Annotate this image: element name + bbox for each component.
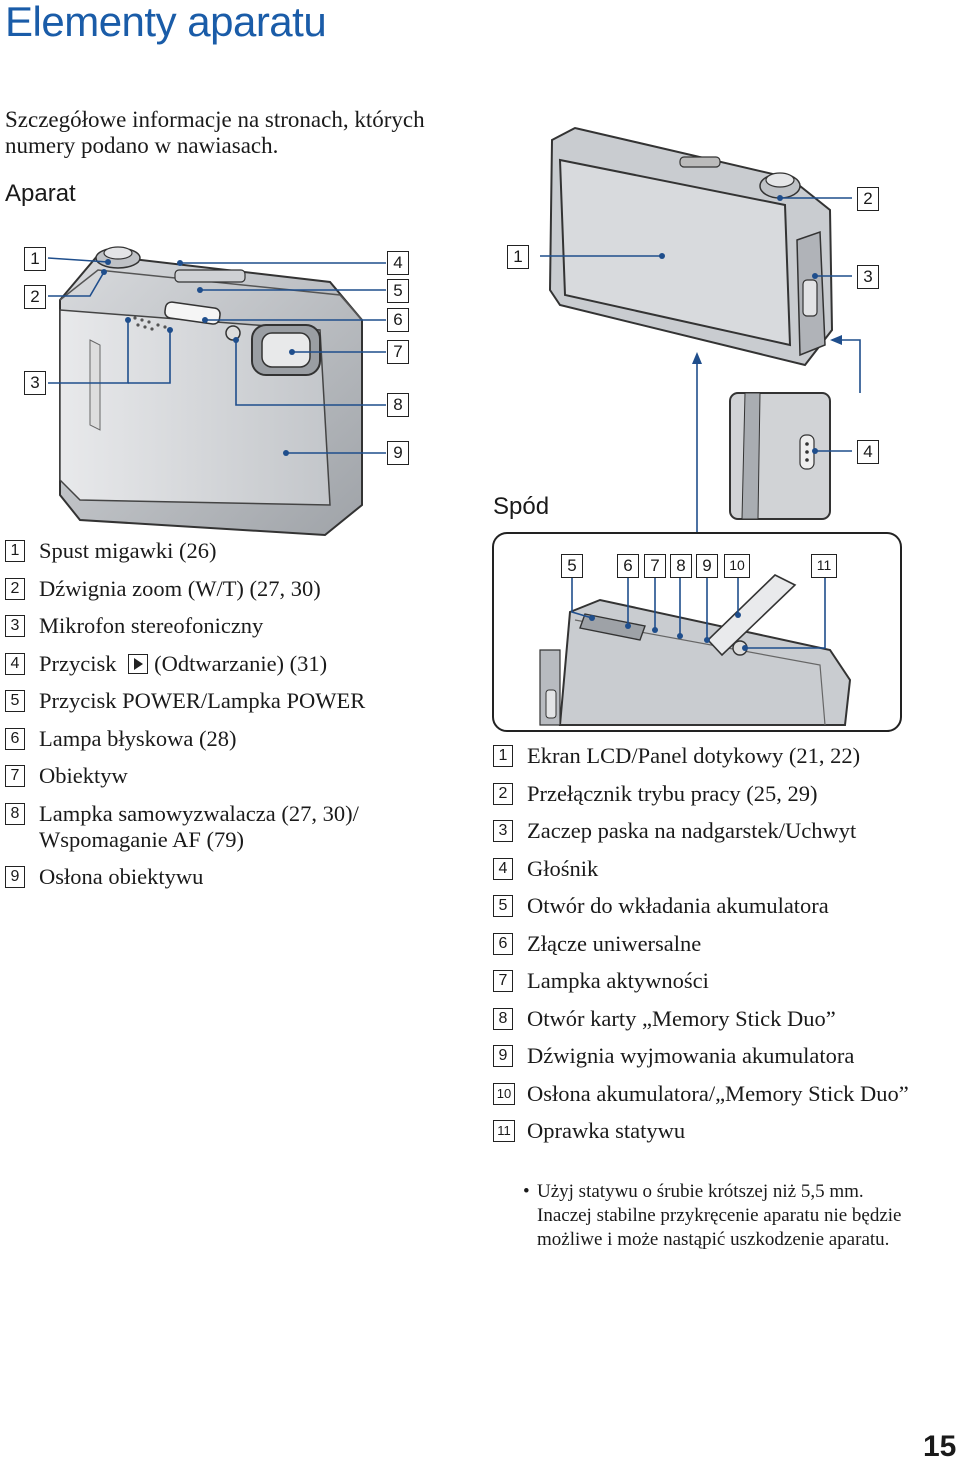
- legend-item: 8 Lampka samowyzwalacza (27, 30)/ Wspomag…: [5, 801, 409, 853]
- legend-bottom-parts: 1 Ekran LCD/Panel dotykowy (21, 22) 2 Prze…: [493, 743, 913, 1156]
- callout-front-7: 7: [387, 340, 409, 364]
- legend-text: Przycisk: [39, 650, 117, 676]
- legend-number: 2: [493, 782, 513, 805]
- legend-text: Otwór karty „Memory Stick Duo”: [527, 1005, 836, 1031]
- legend-number: 5: [493, 895, 513, 917]
- legend-item: 3 Mikrofon stereofoniczny: [5, 613, 445, 639]
- tripod-note: • Użyj statywu o śrubie krótszej niż 5,5…: [523, 1180, 917, 1252]
- callout-front-6: 6: [387, 308, 409, 332]
- section-heading-camera: Aparat: [5, 180, 76, 207]
- legend-text: Dźwignia zoom (W/T) (27, 30): [39, 575, 321, 601]
- callout-front-3: 3: [24, 371, 46, 395]
- legend-item: 11 Oprawka statywu: [493, 1118, 913, 1144]
- legend-item: 1 Spust migawki (26): [5, 538, 445, 564]
- legend-item: 6 Lampa błyskowa (28): [5, 726, 445, 752]
- callout-bottom-5: 5: [561, 554, 583, 578]
- legend-item: 9 Osłona obiektywu: [5, 864, 445, 890]
- legend-text: Przełącznik trybu pracy (25, 29): [527, 780, 818, 806]
- legend-number: 4: [493, 857, 513, 880]
- legend-camera-parts: 1 Spust migawki (26) 2 Dźwignia zoom (W/T)…: [5, 538, 445, 902]
- legend-number: 6: [493, 932, 513, 955]
- legend-item: 6 Złącze uniwersalne: [493, 931, 913, 957]
- callout-bottom-10: 10: [724, 554, 750, 578]
- legend-number: 10: [493, 1082, 515, 1105]
- legend-item: 5 Otwór do wkładania akumulatora: [493, 893, 913, 919]
- callout-front-1: 1: [24, 247, 46, 271]
- legend-item: 8 Otwór karty „Memory Stick Duo”: [493, 1006, 913, 1032]
- legend-number: 1: [5, 540, 25, 562]
- intro-text: Szczegółowe informacje na stronach, któr…: [5, 107, 425, 158]
- legend-number: 6: [5, 727, 25, 750]
- legend-number: 11: [493, 1120, 515, 1142]
- legend-number: 9: [5, 866, 25, 888]
- callout-front-4: 4: [387, 251, 409, 275]
- legend-text: Zaczep paska na nadgarstek/Uchwyt: [527, 818, 857, 843]
- legend-number: 5: [5, 690, 25, 712]
- callout-back-2: 2: [857, 187, 879, 211]
- legend-number: 7: [5, 765, 25, 787]
- legend-number: 3: [5, 615, 25, 637]
- legend-number: 3: [493, 820, 513, 842]
- callout-front-9: 9: [387, 441, 409, 465]
- legend-number: 1: [493, 745, 513, 767]
- legend-item: 4 Przycisk (Odtwarzanie) (31): [5, 651, 445, 677]
- legend-text: Oprawka statywu: [527, 1118, 686, 1143]
- legend-text: Dźwignia wyjmowania akumulatora: [527, 1043, 855, 1068]
- legend-text: Spust migawki (26): [39, 538, 217, 563]
- legend-text: (Odtwarzanie) (31): [154, 650, 328, 676]
- bullet-icon: •: [523, 1181, 530, 1202]
- legend-item: 7 Obiektyw: [5, 763, 445, 789]
- legend-item: 2 Przełącznik trybu pracy (25, 29): [493, 781, 913, 807]
- legend-text: Głośnik: [527, 855, 599, 881]
- legend-text: Ekran LCD/Panel dotykowy (21, 22): [527, 743, 861, 768]
- legend-item: 5 Przycisk POWER/Lampka POWER: [5, 688, 445, 714]
- legend-text: Lampa błyskowa (28): [39, 725, 237, 751]
- legend-item: 4 Głośnik: [493, 856, 913, 882]
- legend-number: 9: [493, 1045, 513, 1067]
- callout-bottom-11: 11: [811, 554, 837, 578]
- legend-number: 8: [5, 802, 25, 825]
- legend-text: Lampka samowyzwalacza (27, 30)/ Wspomaga…: [39, 800, 359, 852]
- page-number: 15: [923, 1430, 957, 1463]
- callout-front-2: 2: [24, 285, 46, 309]
- page-title: Elementy aparatu: [5, 0, 327, 45]
- legend-text: Otwór do wkładania akumulatora: [527, 893, 829, 918]
- legend-text: Lampka aktywności: [527, 968, 709, 993]
- legend-item: 10 Osłona akumulatora/„Memory Stick Duo”: [493, 1081, 917, 1107]
- callout-bottom-9: 9: [696, 554, 718, 578]
- legend-item: 3 Zaczep paska na nadgarstek/Uchwyt: [493, 818, 913, 844]
- callout-front-8: 8: [387, 393, 409, 417]
- callout-back-4: 4: [857, 440, 879, 464]
- callout-bottom-8: 8: [670, 554, 692, 578]
- callout-bottom-7: 7: [644, 554, 666, 578]
- legend-text: Mikrofon stereofoniczny: [39, 613, 264, 638]
- section-heading-bottom: Spód: [493, 493, 550, 520]
- legend-number: 7: [493, 970, 513, 992]
- legend-number: 2: [5, 577, 25, 600]
- legend-number: 4: [5, 652, 25, 675]
- legend-text: Osłona obiektywu: [39, 864, 204, 889]
- legend-text: Osłona akumulatora/„Memory Stick Duo”: [527, 1080, 909, 1106]
- callout-back-1: 1: [507, 245, 529, 269]
- legend-item: 7 Lampka aktywności: [493, 968, 913, 994]
- legend-text: Przycisk POWER/Lampka POWER: [39, 688, 366, 713]
- callout-back-3: 3: [857, 265, 879, 289]
- callout-bottom-6: 6: [617, 554, 639, 578]
- legend-text: Złącze uniwersalne: [527, 930, 702, 956]
- legend-item: 9 Dźwignia wyjmowania akumulatora: [493, 1043, 913, 1069]
- legend-number: 8: [493, 1007, 513, 1030]
- note-text: Użyj statywu o śrubie krótszej niż 5,5 m…: [537, 1181, 902, 1250]
- legend-item: 2 Dźwignia zoom (W/T) (27, 30): [5, 576, 445, 602]
- callout-front-5: 5: [387, 279, 409, 303]
- legend-text: Obiektyw: [39, 763, 128, 788]
- play-icon: [128, 653, 149, 674]
- legend-item: 1 Ekran LCD/Panel dotykowy (21, 22): [493, 743, 913, 769]
